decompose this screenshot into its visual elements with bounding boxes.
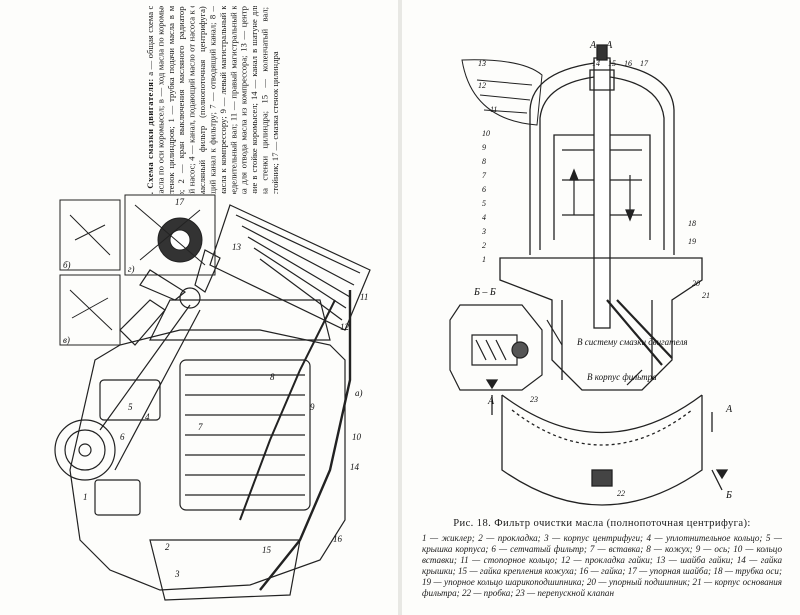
- callout-10: 10: [352, 432, 362, 442]
- filter-callout-19: 19: [688, 237, 696, 246]
- filter-callouts: 1 2 3 4 5 6 7 8 9 10 11 12 13 14 15 16 1…: [478, 59, 710, 498]
- flow-label-filter: В корпус фильтра: [587, 372, 657, 382]
- inset-label-b: б): [63, 260, 71, 270]
- filter-callout-15: 15: [608, 59, 616, 68]
- section-label-b-b: Б – Б: [473, 287, 496, 298]
- callout-12: 12: [340, 322, 350, 332]
- engine-block-outline: [54, 204, 371, 601]
- bypass-valve-section: [449, 304, 543, 391]
- callout-a: а): [355, 388, 363, 398]
- filter-callout-10: 10: [482, 129, 490, 138]
- callout-14: 14: [350, 462, 360, 472]
- book-gutter: [398, 0, 402, 615]
- callout-9: 9: [310, 402, 315, 412]
- engine-lubrication-diagram: б) в) г) 1 2 3 4 5 6 7 8 9 10 11 12 13 1…: [54, 194, 371, 601]
- filter-callout-8: 8: [482, 157, 486, 166]
- filter-callout-4: 4: [482, 213, 486, 222]
- inset-label-v: в): [63, 335, 70, 345]
- filter-callout-9: 9: [482, 143, 486, 152]
- filter-callout-1: 1: [482, 255, 486, 264]
- figure-18-caption-body: 1 — жиклер; 2 — прокладка; 3 — корпус це…: [422, 532, 782, 598]
- filter-callout-21: 21: [702, 291, 710, 300]
- callout-5: 5: [128, 402, 133, 412]
- callout-8: 8: [270, 372, 275, 382]
- filter-callout-17: 17: [640, 59, 649, 68]
- flow-label-engine: В систему смазки двигателя: [577, 337, 688, 347]
- callout-1: 1: [83, 492, 88, 502]
- filter-callout-5: 5: [482, 199, 486, 208]
- arrow-label-a-left: А: [487, 396, 495, 407]
- arrow-label-a-right: А: [725, 404, 733, 415]
- filter-callout-7: 7: [482, 171, 487, 180]
- filter-callout-3: 3: [481, 227, 486, 236]
- inset-label-g: г): [128, 264, 135, 274]
- filter-callout-2: 2: [482, 241, 486, 250]
- arrow-label-b: Б: [725, 490, 732, 501]
- callout-6: 6: [120, 432, 125, 442]
- inset-labels: б) в) г): [63, 260, 135, 345]
- callout-2: 2: [165, 542, 170, 552]
- callout-11: 11: [360, 292, 368, 302]
- callout-7: 7: [198, 422, 203, 432]
- engine-callouts: 1 2 3 4 5 6 7 8 9 10 11 12 13 14 15 16 1…: [83, 197, 368, 579]
- filter-callout-11: 11: [490, 105, 497, 114]
- figure-18-caption: Рис. 18. Фильтр очистки масла (полнопото…: [422, 518, 782, 599]
- detail-insets: [59, 194, 216, 346]
- callout-3: 3: [174, 569, 180, 579]
- callout-4: 4: [145, 412, 150, 422]
- flow-label-engine-text: В систему смазки двигателя: [577, 337, 688, 347]
- filter-callout-20: 20: [692, 279, 700, 288]
- callout-13: 13: [232, 242, 242, 252]
- callout-17: 17: [175, 197, 185, 207]
- oil-filter-diagram: А – А Б – Б: [449, 40, 733, 506]
- callout-16: 16: [333, 534, 343, 544]
- filter-callout-23: 23: [530, 395, 538, 404]
- filter-callout-13: 13: [478, 59, 486, 68]
- filter-callout-22: 22: [617, 489, 625, 498]
- filter-callout-6: 6: [482, 185, 486, 194]
- filter-callout-14: 14: [592, 59, 600, 68]
- gasket-detail-inset: [461, 59, 543, 126]
- callout-15: 15: [262, 545, 272, 555]
- filter-callout-16: 16: [624, 59, 632, 68]
- filter-callout-18: 18: [688, 219, 696, 228]
- figure-18-caption-title: Рис. 18. Фильтр очистки масла (полнопото…: [453, 518, 751, 529]
- flow-labels: В систему смазки двигателя В корпус филь…: [577, 337, 688, 382]
- filter-cross-section: [485, 44, 729, 506]
- filter-callout-12: 12: [478, 81, 486, 90]
- flow-label-filter-text: В корпус фильтра: [587, 372, 657, 382]
- oil-flow-arrows: [546, 168, 643, 386]
